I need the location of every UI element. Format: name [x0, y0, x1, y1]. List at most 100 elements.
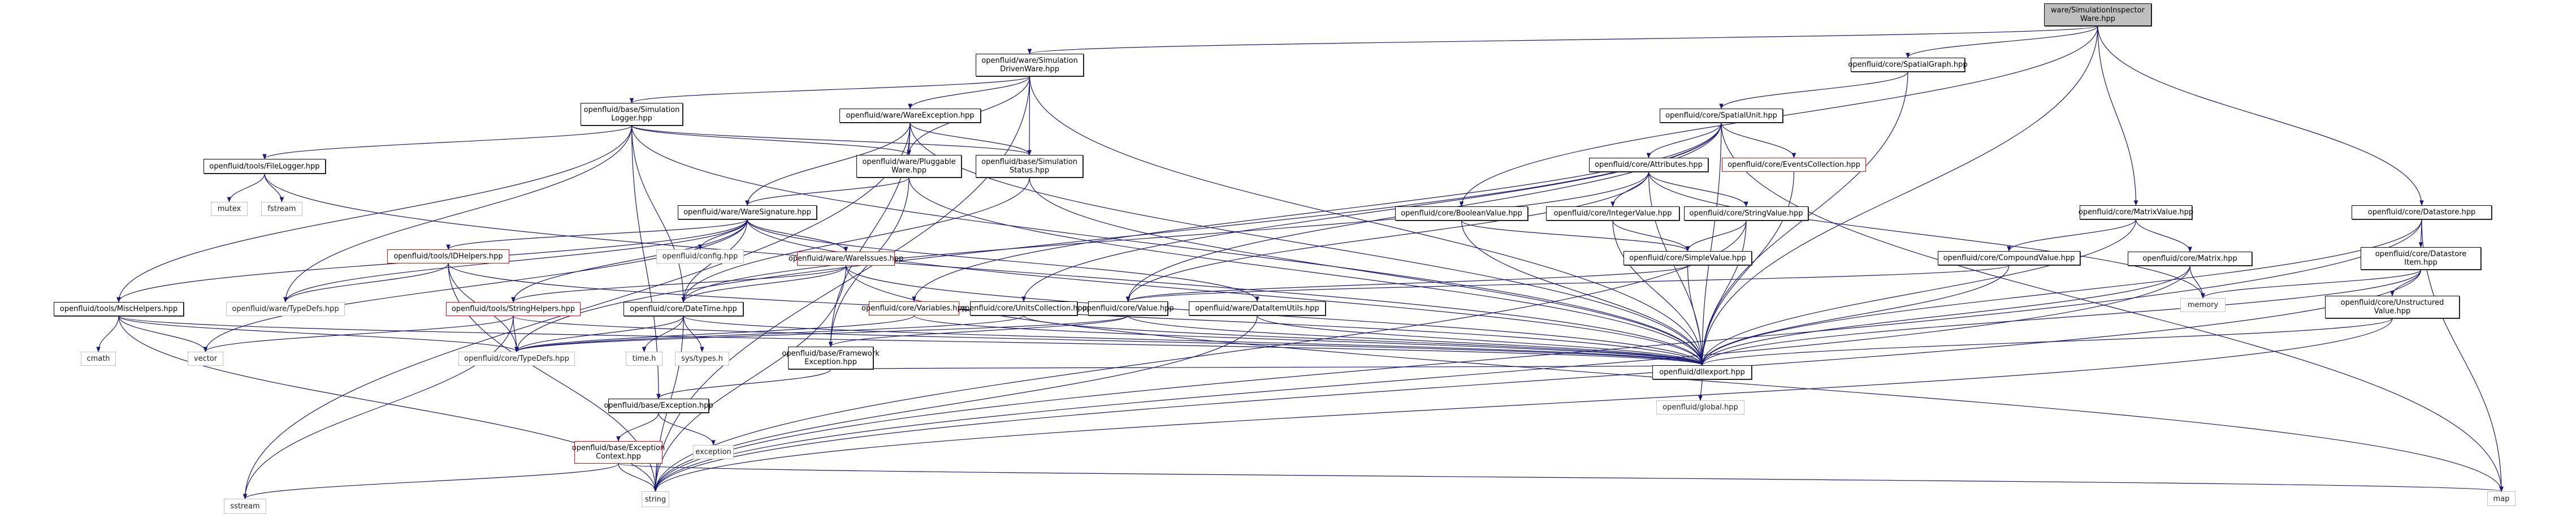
graph-node-attributes[interactable]: openfluid/core/Attributes.hpp	[1589, 158, 1708, 172]
edge-stringhelpers-to-vector	[203, 316, 514, 352]
edge-stringvalue-to-simplevalue	[1685, 220, 1747, 252]
edge-simstatus-to-datetime	[681, 177, 1030, 303]
edge-idhelpers-to-waretypedefs	[283, 263, 449, 303]
edge-stringhelpers-to-dllexport	[513, 316, 1704, 366]
edge-simlogger-to-pluggable	[631, 125, 911, 156]
edge-mischelpers-to-dllexport	[118, 316, 1704, 366]
edge-wareexception-to-waresig	[745, 122, 911, 206]
graph-node-exceptioncontext[interactable]: openfluid/base/Exception Context.hpp	[572, 441, 665, 464]
graph-node-config: openfluid/config.hpp	[656, 249, 744, 264]
edge-dataitemutils-to-dllexport	[1257, 315, 1704, 366]
edge-waresig-to-vector	[203, 219, 748, 352]
graph-node-driverware[interactable]: openfluid/ware/Simulation DrivenWare.hpp	[976, 54, 1084, 76]
edge-wareissues-to-string	[653, 265, 847, 492]
edge-matrixvalue-to-dllexport	[1700, 219, 2137, 366]
graph-node-datastoreitem[interactable]: openfluid/core/Datastore Item.hpp	[2361, 247, 2481, 270]
graph-node-pluggable[interactable]: openfluid/ware/Pluggable Ware.hpp	[856, 155, 962, 178]
graph-node-booleanvalue[interactable]: openfluid/core/BooleanValue.hpp	[1395, 206, 1528, 221]
graph-node-fstream: fstream	[261, 202, 302, 216]
graph-node-filelogger[interactable]: openfluid/tools/FileLogger.hpp	[204, 159, 326, 174]
graph-node-integervalue[interactable]: openfluid/core/IntegerValue.hpp	[1546, 206, 1679, 221]
edge-attributes-to-dllexport	[1648, 171, 1704, 366]
edge-dllexport-to-global	[1698, 379, 1703, 401]
graph-node-coretypedefs: openfluid/core/TypeDefs.hpp	[458, 352, 575, 366]
graph-node-global: openfluid/global.hpp	[1656, 400, 1744, 414]
edge-datetime-to-timeh	[642, 316, 684, 352]
graph-node-unstructured[interactable]: openfluid/core/Unstructured Value.hpp	[2325, 296, 2460, 318]
graph-node-cmath: cmath	[81, 352, 116, 366]
graph-node-datetime[interactable]: openfluid/core/DateTime.hpp	[624, 302, 743, 316]
graph-node-timeh: time.h	[626, 352, 663, 366]
graph-node-waretypedefs: openfluid/ware/TypeDefs.hpp	[226, 302, 345, 316]
edge-mischelpers-to-vector	[118, 316, 208, 352]
edge-pluggable-to-waresig	[745, 177, 910, 206]
graph-node-wareissues[interactable]: openfluid/ware/WareIssues.hpp	[789, 252, 903, 266]
graph-node-simstatus[interactable]: openfluid/base/Simulation Status.hpp	[976, 155, 1083, 178]
edge-matrixvalue-to-compoundvalue	[2007, 219, 2137, 252]
graph-node-variables[interactable]: openfluid/core/Variables.hpp	[861, 301, 967, 316]
edge-driverware-to-dllexport	[1029, 76, 1704, 366]
edge-simlogger-to-dllexport	[631, 125, 1704, 366]
graph-node-eventscoll[interactable]: openfluid/core/EventsCollection.hpp	[1722, 158, 1866, 172]
edge-datastore-to-string	[653, 219, 2422, 492]
graph-node-string: string	[642, 491, 669, 507]
graph-node-compoundvalue[interactable]: openfluid/core/CompoundValue.hpp	[1938, 251, 2080, 265]
graph-node-exception_hpp[interactable]: openfluid/base/Exception.hpp	[604, 399, 713, 413]
edge-root-to-driverware	[1028, 25, 2098, 54]
edge-spatialunit-to-eventscoll	[1721, 122, 1796, 158]
edge-root-to-matrixvalue	[2097, 25, 2138, 206]
edge-spatialunit-to-map	[1721, 122, 2504, 492]
graph-node-value[interactable]: openfluid/core/Value.hpp	[1082, 301, 1174, 316]
graph-node-map: map	[2487, 491, 2516, 506]
edge-wareexception-to-simstatus	[910, 122, 1032, 156]
edge-wareissues-to-datetime	[681, 265, 847, 303]
graph-node-stringhelpers[interactable]: openfluid/tools/StringHelpers.hpp	[446, 302, 581, 316]
graph-node-simplevalue[interactable]: openfluid/core/SimpleValue.hpp	[1623, 251, 1752, 265]
edge-fwexception-to-dllexport	[830, 365, 1703, 371]
graph-node-matrix[interactable]: openfluid/core/Matrix.hpp	[2128, 252, 2252, 266]
edge-waresig-to-dllexport	[747, 219, 1704, 366]
edge-spatialunit-to-attributes	[1646, 122, 1722, 158]
edge-booleanvalue-to-simplevalue	[1461, 220, 1690, 252]
graph-node-matrixvalue[interactable]: openfluid/core/MatrixValue.hpp	[2079, 205, 2193, 219]
edge-simlogger-to-simstatus	[631, 125, 1032, 156]
edge-driverware-to-wareexception	[908, 76, 1031, 109]
edge-exceptioncontext-to-map	[618, 463, 2503, 492]
graph-node-waresig[interactable]: openfluid/ware/WareSignature.hpp	[678, 205, 817, 219]
graph-node-dllexport[interactable]: openfluid/dllexport.hpp	[1652, 365, 1752, 379]
edge-root-to-spatialgraph	[1906, 25, 2098, 58]
graph-node-mutex: mutex	[211, 202, 248, 216]
graph-node-spatialunit[interactable]: openfluid/core/SpatialUnit.hpp	[1660, 109, 1783, 123]
edge-spatialunit-to-dllexport	[1700, 122, 1722, 366]
graph-node-simlogger[interactable]: openfluid/base/Simulation Logger.hpp	[581, 103, 683, 126]
edge-spatialunit-to-coretypedefs	[514, 122, 1722, 352]
edge-matrix-to-memory	[2189, 265, 2205, 299]
edge-exceptioncontext-to-sstream	[243, 463, 619, 499]
edge-datastoreitem-to-memory	[2201, 269, 2422, 299]
edge-attributes-to-memory	[1648, 171, 2205, 299]
graph-node-datastore[interactable]: openfluid/core/Datastore.hpp	[2352, 205, 2492, 219]
graph-node-root[interactable]: ware/SimulationInspector Ware.hpp	[2044, 3, 2151, 26]
edge-pluggable-to-dllexport	[908, 177, 1704, 366]
edge-driverware-to-simstatus	[1027, 76, 1032, 156]
graph-node-wareexception[interactable]: openfluid/ware/WareException.hpp	[839, 109, 981, 123]
edge-filelogger-to-fstream	[264, 173, 284, 202]
edge-simplevalue-to-dllexport	[1687, 265, 1704, 366]
edge-datetime-to-systypes	[683, 316, 704, 352]
graph-node-spatialgraph[interactable]: openfluid/core/SpatialGraph.hpp	[1848, 58, 1968, 72]
edge-waresig-to-waretypedefs	[283, 219, 748, 303]
graph-node-unitscoll[interactable]: openfluid/core/UnitsCollection.hpp	[960, 301, 1087, 316]
edge-fwexception-to-exception_hpp	[656, 369, 832, 399]
edge-eventscoll-to-dllexport	[1700, 171, 1795, 366]
edge-root-to-dllexport	[1700, 25, 2098, 366]
graph-node-mischelpers[interactable]: openfluid/tools/MiscHelpers.hpp	[54, 302, 184, 316]
graph-node-dataitemutils[interactable]: openfluid/ware/DataItemUtils.hpp	[1189, 301, 1326, 316]
edge-filelogger-to-dllexport	[264, 173, 1704, 366]
edge-root-to-datastore	[2097, 25, 2424, 206]
graph-node-stringvalue[interactable]: openfluid/core/StringValue.hpp	[1684, 206, 1808, 221]
edge-exception_hpp-to-exceptioncontext	[616, 412, 659, 442]
graph-node-fwexception[interactable]: openfluid/base/Framework Exception.hpp	[782, 347, 880, 369]
edge-value-to-coretypedefs	[514, 315, 1129, 352]
graph-node-idhelpers[interactable]: openfluid/tools/IDHelpers.hpp	[387, 249, 509, 264]
